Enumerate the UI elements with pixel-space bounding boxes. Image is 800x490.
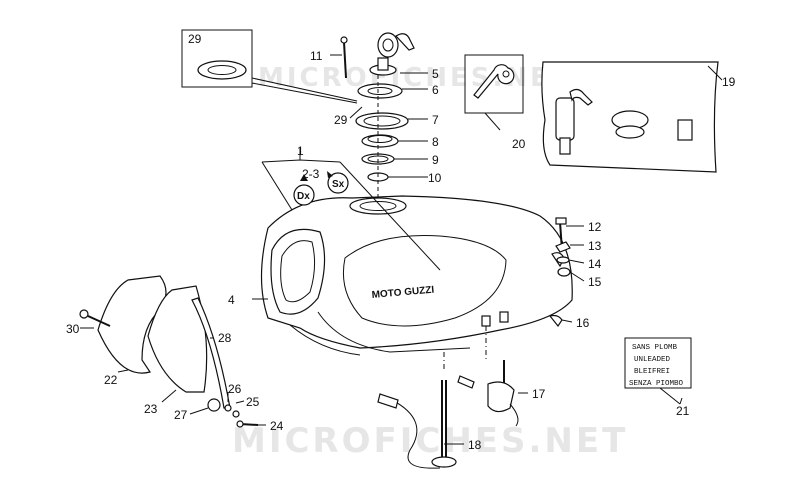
callout-15: 15 [588, 275, 602, 289]
callout-16: 16 [576, 316, 590, 330]
marker-sx: Sx [327, 171, 349, 194]
callout-17: 17 [532, 387, 546, 401]
callout-28: 28 [218, 331, 232, 345]
callout-6: 6 [432, 83, 439, 97]
tank-logo: MOTO GUZZI [371, 285, 435, 301]
label-line-4: SENZA PIOMBO [629, 380, 684, 388]
fuel-label-card-21: SANS PLOMB UNLEADED BLEIFREI SENZA PIOMB… [624, 337, 692, 405]
fuel-tap-17 [457, 360, 519, 427]
callout-23: 23 [144, 402, 158, 416]
callout-7: 7 [432, 113, 439, 127]
side-cover-23 [147, 285, 208, 393]
marker-dx: Dx [293, 174, 315, 206]
fuel-tank-4 [260, 195, 573, 356]
svg-text:Sx: Sx [332, 179, 345, 190]
callout-10: 10 [428, 171, 442, 185]
callout-19: 19 [722, 75, 736, 89]
callout-1: 1 [297, 144, 304, 158]
callout-4: 4 [228, 293, 235, 307]
callout-18: 18 [468, 438, 482, 452]
callout-29-inset: 29 [188, 32, 202, 46]
inset-gasket-29 [181, 29, 358, 104]
callout-11: 11 [310, 49, 323, 63]
callout-29: 29 [334, 113, 348, 127]
svg-text:Dx: Dx [297, 191, 310, 202]
callout-26: 26 [228, 382, 242, 396]
callout-22: 22 [104, 373, 118, 387]
callout-20: 20 [512, 137, 526, 151]
callout-9: 9 [432, 153, 439, 167]
callout-13: 13 [588, 239, 602, 253]
callout-5: 5 [432, 67, 439, 81]
callout-27: 27 [174, 408, 188, 422]
leader-lines [80, 54, 683, 445]
callout-25: 25 [246, 395, 260, 409]
callout-8: 8 [432, 135, 439, 149]
callout-numbers: 1 2-3 4 5 6 7 8 9 10 11 12 13 14 15 16 1… [66, 32, 736, 452]
callout-24: 24 [270, 419, 284, 433]
washer-set-24-27 [207, 398, 259, 428]
label-line-1: SANS PLOMB [632, 344, 678, 352]
lock-set-bag-19 [541, 61, 723, 173]
label-line-2: UNLEADED [634, 356, 671, 364]
fastener-stack-12-15 [555, 217, 571, 277]
inset-key-20 [464, 54, 524, 131]
fuel-sender-18 [377, 380, 457, 469]
callout-14: 14 [588, 257, 602, 271]
bolt-30 [79, 309, 111, 327]
filler-cap-assembly [340, 32, 415, 210]
callout-21: 21 [676, 404, 690, 418]
callout-12: 12 [588, 220, 602, 234]
label-line-3: BLEIFREI [634, 368, 670, 376]
watermark-top: MICROFICHES.NET [258, 63, 572, 93]
callout-2-3: 2-3 [302, 167, 320, 181]
callout-30: 30 [66, 322, 80, 336]
watermark-bottom: MICROFICHES.NET [232, 421, 628, 461]
